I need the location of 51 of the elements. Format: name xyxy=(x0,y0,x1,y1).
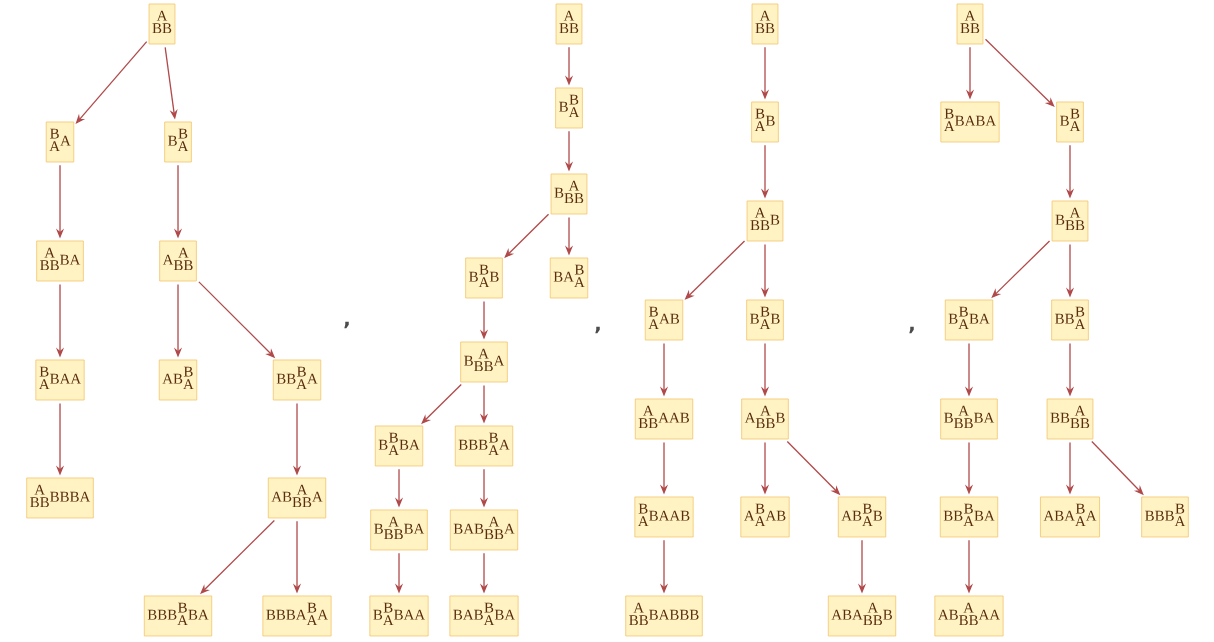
state-box: AB B AB xyxy=(837,496,887,538)
state-box: B AA xyxy=(45,121,75,163)
state-box: B ABABA xyxy=(940,101,1000,143)
state-box: BB B A xyxy=(1051,299,1089,341)
state-box: A BB xyxy=(148,3,176,45)
state-box: A A BBB xyxy=(741,398,789,440)
state-box: B A BBA xyxy=(460,341,508,383)
comma: , xyxy=(909,326,914,334)
state-box: A BBBABBB xyxy=(625,595,703,637)
state-box: BAB B ABA xyxy=(449,595,519,637)
state-box: B A BB xyxy=(1051,200,1089,242)
state-box: AB A BBA xyxy=(267,477,327,519)
state-box: A BB xyxy=(956,3,984,45)
state-box: B B A xyxy=(555,87,583,129)
state-box: BAB A BBA xyxy=(449,509,519,551)
state-box: B A BBBA xyxy=(940,398,998,440)
state-box: A BB xyxy=(751,3,779,45)
state-box: B B ABAA xyxy=(369,595,429,637)
state-box: BB B AA xyxy=(272,359,322,401)
state-box: B AB xyxy=(751,101,779,143)
state-box: B AAB xyxy=(644,299,684,341)
state-box: A BBB xyxy=(746,200,784,242)
state-box: B B A xyxy=(164,121,192,163)
state-box: A B AAB xyxy=(740,496,790,538)
state-box: A BBBBBA xyxy=(26,477,94,519)
state-box: BB B ABA xyxy=(939,496,999,538)
state-box: ABA A BBB xyxy=(827,595,897,637)
comma: , xyxy=(344,321,349,329)
state-box: A BBBA xyxy=(36,240,84,282)
state-box: ABA B AA xyxy=(1040,496,1100,538)
state-box: B B AB xyxy=(746,299,784,341)
state-box: B B A xyxy=(1056,101,1084,143)
state-box: A A BB xyxy=(159,240,197,282)
comma: , xyxy=(595,326,600,334)
state-box: BB A BB xyxy=(1046,398,1094,440)
state-box: BBB B ABA xyxy=(143,595,213,637)
state-box: B B ABA xyxy=(944,299,994,341)
state-box: A BBAAB xyxy=(634,398,694,440)
state-box: B ABAAB xyxy=(634,496,694,538)
state-box: B B AB xyxy=(465,257,503,299)
state-box: AB A BBAA xyxy=(934,595,1004,637)
state-box: AB B A xyxy=(158,359,198,401)
state-box: B ABAA xyxy=(35,359,85,401)
state-box: B A BBBA xyxy=(370,509,428,551)
state-box: B A BB xyxy=(550,173,588,215)
state-box: B B ABA xyxy=(374,425,424,467)
state-box: BA B A xyxy=(549,257,589,299)
state-box: BBB B A xyxy=(1141,496,1189,538)
state-box: A BB xyxy=(555,3,583,45)
state-box: BBB B AA xyxy=(454,425,514,467)
state-box: BBBA B AA xyxy=(262,595,332,637)
